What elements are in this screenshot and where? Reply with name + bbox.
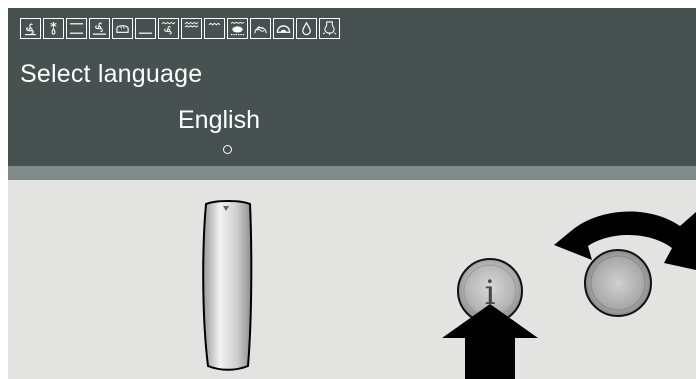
oven-control-panel: Select language English (8, 8, 696, 379)
controls-graphic: i (8, 8, 696, 379)
temperature-knob[interactable] (585, 250, 651, 316)
press-arrow-icon (442, 304, 538, 379)
rotary-selector-icon[interactable] (203, 201, 251, 370)
